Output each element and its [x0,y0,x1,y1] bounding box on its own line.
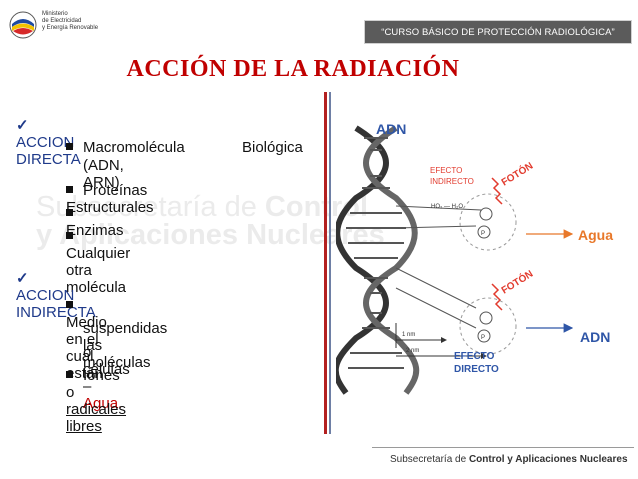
list-item-continuation: suspendidas las moléculas [83,320,168,371]
indirect-effect-label-1: EFECTO [430,166,462,175]
proton-label-2: P [481,335,485,341]
list-item-text: Cualquier otra molécula [66,245,131,296]
molecule-label: HO₂ — H₂O [431,204,463,210]
list-item: Proteínas Estructurales [66,182,154,216]
direct-effect-label-2: DIRECTO [454,364,499,375]
dna-helix-icon [336,125,420,395]
page-title: ACCIÓN DE LA RADIACIÓN [126,56,460,82]
list-item-continuation: (ADN, ARN) [83,157,124,191]
footer-bold: Control y Aplicaciones Nucleares [468,454,628,465]
logo-line-1: Ministerio [42,11,68,17]
footer-regular: Subsecretaría de [390,454,469,465]
indirect-action-label: ACCION INDIRECTA [16,287,96,321]
list-item-text: Macromolécula [83,139,185,156]
footer: Subsecretaría de Control y Aplicaciones … [390,454,628,465]
square-bullet-icon [66,209,73,216]
scale-2nm: 2 nm [406,348,419,354]
ministry-logo: Ministerio de Electricidad y Energía Ren… [8,8,148,54]
photon-label-2: FOTÓN [499,267,536,297]
list-item-text: Enzimas [66,222,124,239]
logo-line-2: de Electricidad [42,18,82,24]
square-bullet-icon [66,232,73,239]
proton-icon [477,225,491,239]
list-item-text: o células – [83,344,130,395]
list-item-text: Proteínas Estructurales [66,182,154,216]
list-item: Enzimas [66,205,124,239]
direct-action-heading: ✓ACCION DIRECTA [16,116,81,168]
indirect-action-heading: ✓ACCION INDIRECTA [16,269,96,321]
list-item-continuation: o células – Agua. [83,344,130,412]
proton-icon [477,329,491,343]
water-label: Agua [578,227,613,243]
photon-label-1: FOTÓN [499,159,536,189]
ministry-emblem-icon [9,11,37,39]
list-item: Cualquier otra molécula [66,228,130,296]
divider-red [324,92,327,434]
water-highlight: Agua. [83,395,123,412]
list-item: Macromolécula Biológica [66,139,316,156]
checkmark-icon: ✓ [16,117,29,134]
indirect-effect-label-2: INDIRECTO [430,177,474,186]
list-item: Iones o radicales libres [66,367,126,435]
dna-label-right: ADN [580,329,610,345]
checkmark-icon: ✓ [16,270,29,287]
square-bullet-icon [66,371,73,378]
logo-line-3: y Energía Renovable [42,25,99,31]
photon-wave-icon [491,177,503,205]
direct-effect-label-1: EFECTO [454,351,495,362]
free-radicals-text: radicales libres [66,401,127,435]
watermark-line-1: Subsecretaría de [36,191,265,223]
list-item-text: Iones o [66,367,120,401]
footer-divider [372,447,634,448]
direct-action-label: ACCION DIRECTA [16,134,81,168]
square-bullet-icon [66,301,73,308]
list-item-text: Biológica [242,139,303,156]
scale-1nm: 1 nm [402,332,415,338]
photon-wave-icon [491,283,503,311]
square-bullet-icon [66,186,73,193]
square-bullet-icon [66,143,73,150]
list-item-text: Medio en el cual están [66,314,107,382]
course-banner: “CURSO BÁSICO DE PROTECCIÓN RADIOLÓGICA” [364,20,632,44]
dna-radiation-diagram: ADN EFECTO INDIRECTO HO₂ — H₂O FOTÓN P A… [336,121,613,395]
divider-blue [329,92,331,434]
dna-label-top: ADN [376,121,406,137]
proton-label-1: P [481,231,485,237]
list-item: Medio en el cual están [66,297,107,382]
